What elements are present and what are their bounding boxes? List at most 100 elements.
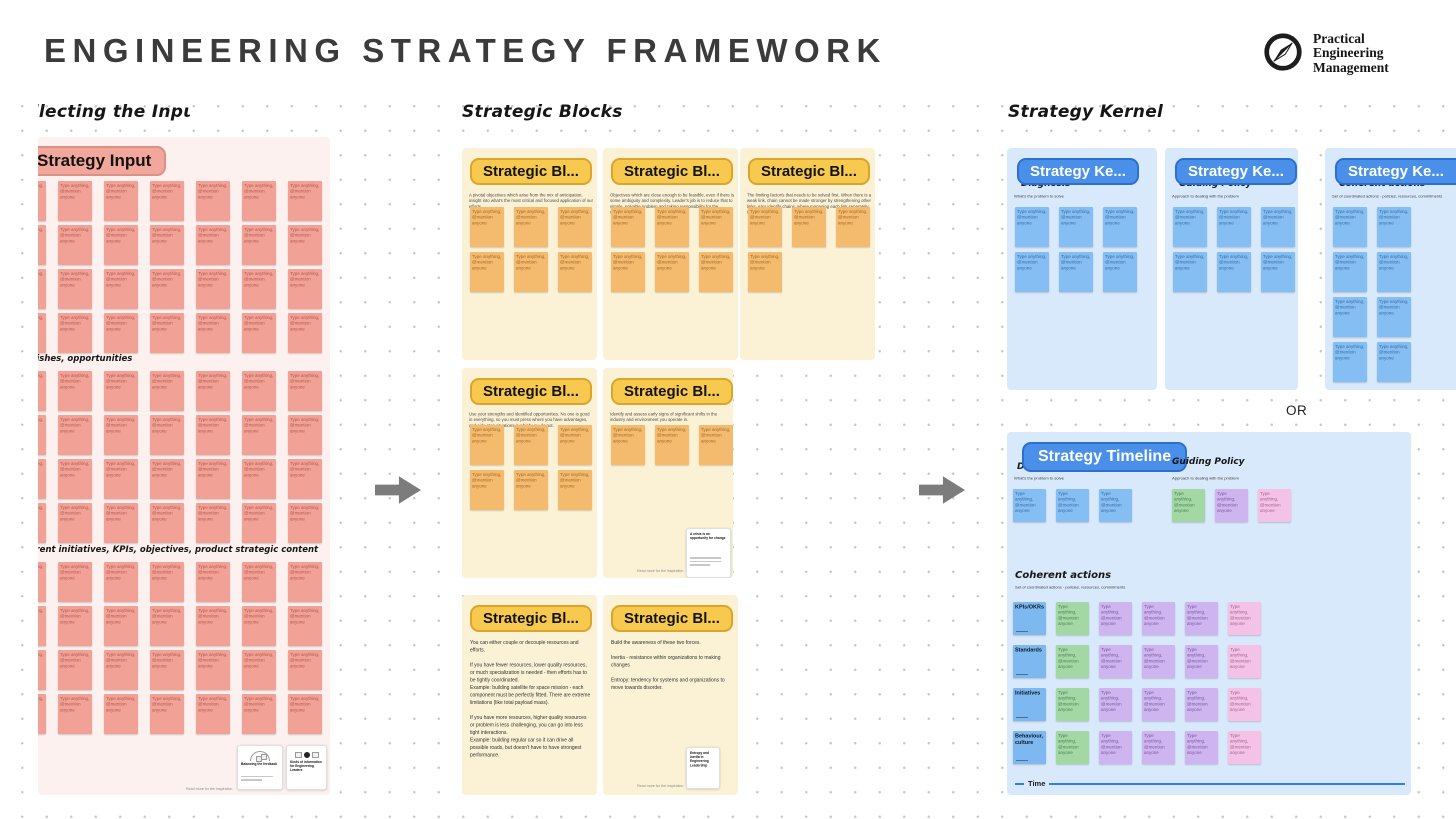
strategic-block-panel-5[interactable]: Strategic Bl... Identify and assess earl… (603, 368, 733, 578)
sticky-note[interactable]: Type anything, @mention anyone (242, 459, 276, 499)
sticky-note[interactable]: Type anything, @mention anyone (1056, 489, 1089, 522)
sticky-note[interactable]: Type anything, @mention anyone (1217, 252, 1251, 292)
sticky-note[interactable]: Type anything, @mention anyone (58, 181, 92, 221)
sticky-note[interactable]: Type anything, @mention anyone (242, 606, 276, 646)
strategy-kernel-panel-coherent-actions[interactable]: Strategy Ke... Coherent actions Set of c… (1325, 148, 1456, 390)
sticky-note[interactable]: Type anything, @mention anyone (58, 562, 92, 602)
strategy-input-title-badge[interactable]: Strategy Input (38, 146, 167, 176)
sticky-note[interactable]: Type anything, @mention anyone (792, 207, 826, 247)
sticky-note[interactable]: Type anything, @mention anyone (196, 459, 230, 499)
sticky-note[interactable]: Type anything, @mention anyone (1228, 688, 1261, 721)
sticky-note[interactable]: Type anything, @mention anyone (470, 252, 504, 292)
sticky-note[interactable]: Type anything, @mention anyone (58, 371, 92, 411)
sticky-note[interactable]: Type anything, @mention anyone (288, 694, 322, 734)
timeline-row-label-sticky[interactable]: Standards (1013, 645, 1046, 678)
sticky-note[interactable]: Type anything, @mention anyone (58, 269, 92, 309)
strategy-kernel-panel-diagnosis[interactable]: Strategy Ke... Diagnosis What's the prob… (1007, 148, 1157, 390)
sticky-note[interactable]: Type anything, @mention anyone (150, 181, 184, 221)
sticky-note[interactable]: Type anything, @mention anyone (242, 650, 276, 690)
strategy-kernel-panel-guiding-policy[interactable]: Strategy Ke... Guiding Policy Approach t… (1165, 148, 1298, 390)
sticky-note[interactable]: Type anything, @mention anyone (655, 425, 689, 465)
sticky-note[interactable]: Type anything, @mention anyone (1258, 489, 1291, 522)
sticky-note[interactable]: Type anything, @mention anyone (196, 371, 230, 411)
sticky-note[interactable]: Type anything, @mention anyone (1099, 602, 1132, 635)
sticky-note[interactable]: Type anything, @mention anyone (242, 415, 276, 455)
sticky-note[interactable]: Type anything, @mention anyone (150, 313, 184, 353)
sticky-note[interactable]: Type anything, @mention anyone (470, 207, 504, 247)
sticky-note[interactable]: Type anything, @mention anyone (196, 562, 230, 602)
sticky-note[interactable]: Type anything, @mention anyone (1013, 489, 1046, 522)
sticky-note[interactable]: Type anything, @mention anyone (242, 181, 276, 221)
sticky-note[interactable]: Type anything, @mention anyone (242, 225, 276, 265)
sticky-note[interactable]: Type anything, @mention anyone (242, 694, 276, 734)
strategy-kernel-title-badge[interactable]: Strategy Ke... (1175, 158, 1297, 185)
sticky-note[interactable]: Type anything, @mention anyone (655, 207, 689, 247)
timeline-row-label-sticky[interactable]: KPIs/OKRs (1013, 602, 1046, 635)
sticky-note[interactable]: Type anything, @mention anyone (196, 606, 230, 646)
sticky-note[interactable]: Type anything, @mention anyone (1015, 252, 1049, 292)
sticky-note[interactable]: Type anything, @mention anyone (104, 503, 138, 543)
sticky-note[interactable]: Type anything, @mention anyone (288, 415, 322, 455)
sticky-note[interactable]: Type anything, @mention anyone (38, 269, 46, 309)
sticky-note[interactable]: Type anything, @mention anyone (196, 313, 230, 353)
sticky-note[interactable]: Type anything, @mention anyone (1142, 645, 1175, 678)
sticky-note[interactable]: Type anything, @mention anyone (836, 207, 870, 247)
sticky-note[interactable]: Type anything, @mention anyone (38, 415, 46, 455)
sticky-note[interactable]: Type anything, @mention anyone (196, 415, 230, 455)
sticky-note[interactable]: Type anything, @mention anyone (699, 252, 733, 292)
strategic-block-title-badge[interactable]: Strategic Bl... (611, 378, 733, 405)
sticky-note[interactable]: Type anything, @mention anyone (196, 694, 230, 734)
sticky-note[interactable]: Type anything, @mention anyone (558, 470, 592, 510)
sticky-note[interactable]: Type anything, @mention anyone (1185, 645, 1218, 678)
sticky-note[interactable]: Type anything, @mention anyone (104, 606, 138, 646)
sticky-note[interactable]: Type anything, @mention anyone (1185, 688, 1218, 721)
sticky-note[interactable]: Type anything, @mention anyone (104, 694, 138, 734)
sticky-note[interactable]: Type anything, @mention anyone (1377, 207, 1411, 247)
sticky-note[interactable]: Type anything, @mention anyone (38, 562, 46, 602)
sticky-note[interactable]: Type anything, @mention anyone (1185, 731, 1218, 764)
sticky-note[interactable]: Type anything, @mention anyone (38, 694, 46, 734)
sticky-note[interactable]: Type anything, @mention anyone (242, 371, 276, 411)
sticky-note[interactable]: Type anything, @mention anyone (611, 252, 645, 292)
sticky-note[interactable]: Type anything, @mention anyone (196, 650, 230, 690)
sticky-note[interactable]: Type anything, @mention anyone (611, 207, 645, 247)
sticky-note[interactable]: Type anything, @mention anyone (699, 207, 733, 247)
sticky-note[interactable]: Type anything, @mention anyone (196, 181, 230, 221)
sticky-note[interactable]: Type anything, @mention anyone (1377, 252, 1411, 292)
sticky-note[interactable]: Type anything, @mention anyone (1059, 207, 1093, 247)
sticky-note[interactable]: Type anything, @mention anyone (150, 415, 184, 455)
sticky-note[interactable]: Type anything, @mention anyone (1056, 645, 1089, 678)
inspiration-card-entropy-inertia[interactable]: Entropy and Inertia in Engineering Leade… (686, 747, 720, 789)
sticky-note[interactable]: Type anything, @mention anyone (150, 269, 184, 309)
sticky-note[interactable]: Type anything, @mention anyone (38, 606, 46, 646)
sticky-note[interactable]: Type anything, @mention anyone (150, 503, 184, 543)
sticky-note[interactable]: Type anything, @mention anyone (514, 207, 548, 247)
sticky-note[interactable]: Type anything, @mention anyone (58, 503, 92, 543)
sticky-note[interactable]: Type anything, @mention anyone (38, 503, 46, 543)
strategic-block-panel-6[interactable]: Strategic Bl... You can either couple or… (462, 595, 597, 795)
sticky-note[interactable]: Type anything, @mention anyone (1333, 297, 1367, 337)
sticky-note[interactable]: Type anything, @mention anyone (288, 269, 322, 309)
sticky-note[interactable]: Type anything, @mention anyone (58, 694, 92, 734)
sticky-note[interactable]: Type anything, @mention anyone (150, 459, 184, 499)
strategic-block-panel-7[interactable]: Strategic Bl... Build the awareness of t… (603, 595, 738, 795)
sticky-note[interactable]: Type anything, @mention anyone (58, 225, 92, 265)
sticky-note[interactable]: Type anything, @mention anyone (1142, 688, 1175, 721)
strategic-block-title-badge[interactable]: Strategic Bl... (611, 605, 733, 632)
sticky-note[interactable]: Type anything, @mention anyone (38, 181, 46, 221)
sticky-note[interactable]: Type anything, @mention anyone (38, 459, 46, 499)
sticky-note[interactable]: Type anything, @mention anyone (58, 650, 92, 690)
strategy-timeline-title-badge[interactable]: Strategy Timeline (1022, 442, 1188, 472)
sticky-note[interactable]: Type anything, @mention anyone (470, 470, 504, 510)
sticky-note[interactable]: Type anything, @mention anyone (1173, 252, 1207, 292)
sticky-note[interactable]: Type anything, @mention anyone (58, 313, 92, 353)
sticky-note[interactable]: Type anything, @mention anyone (1056, 731, 1089, 764)
sticky-note[interactable]: Type anything, @mention anyone (748, 252, 782, 292)
strategy-input-panel[interactable]: Strategy Input Pains, challenges, distra… (38, 137, 330, 795)
sticky-note[interactable]: Type anything, @mention anyone (288, 562, 322, 602)
strategic-block-panel-2[interactable]: Strategic Bl... Objectives which are clo… (603, 148, 738, 360)
sticky-note[interactable]: Type anything, @mention anyone (104, 415, 138, 455)
sticky-note[interactable]: Type anything, @mention anyone (1099, 731, 1132, 764)
inspiration-card-balancing-feedback[interactable]: Balancing the feedback (237, 745, 283, 790)
sticky-note[interactable]: Type anything, @mention anyone (288, 313, 322, 353)
